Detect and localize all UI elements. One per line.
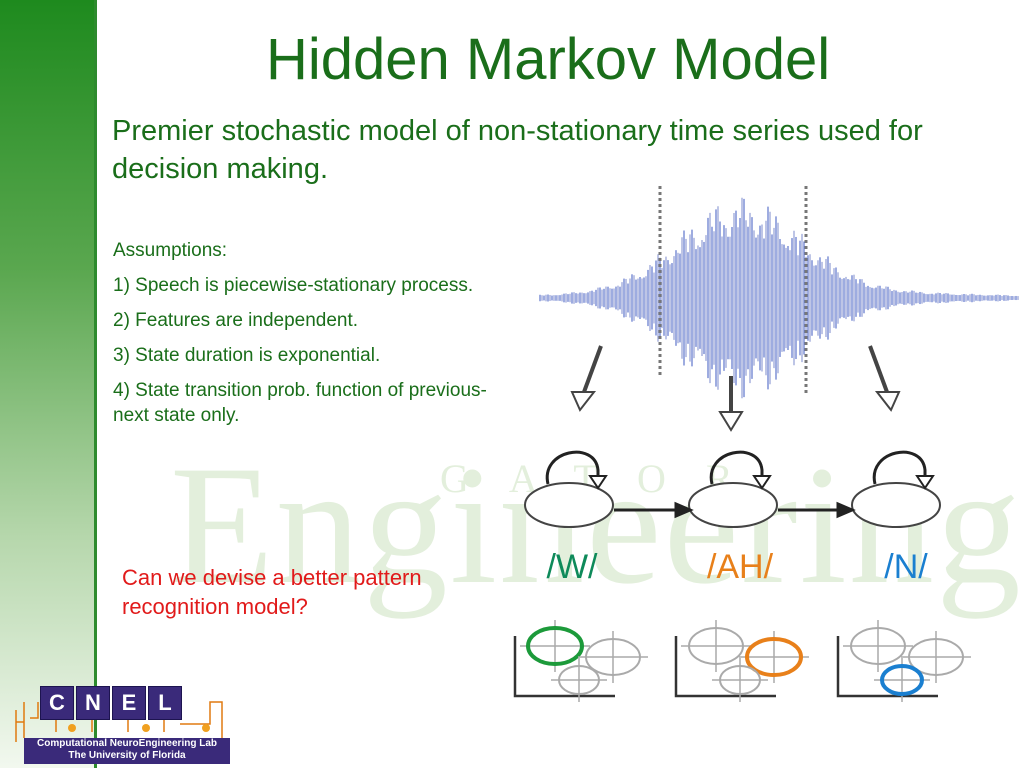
state-label-1: /W/ [547, 548, 599, 586]
logo-line-1: Computational NeuroEngineering Lab [36, 738, 217, 749]
mixture-ellipse [688, 627, 744, 665]
mixture-axes [513, 636, 615, 698]
hmm-state-2 [688, 450, 778, 528]
state-label-2: /AH/ [707, 548, 774, 586]
slide-title: Hidden Markov Model [266, 27, 831, 92]
assumption-item-4: 4) State transition prob. function of pr… [113, 380, 487, 426]
cnel-logo: C N E L Computational NeuroEngineering L… [10, 682, 234, 766]
assumptions-list: Assumptions: 1) Speech is piecewise-stat… [113, 238, 513, 438]
transition-arrow-1 [614, 501, 694, 519]
mixture-ellipse [558, 665, 600, 695]
mixture-ellipse [850, 627, 906, 665]
logo-banner: Computational NeuroEngineering Lab The U… [24, 738, 230, 764]
assumptions-heading: Assumptions: [113, 240, 228, 261]
logo-circuit-lines [15, 701, 223, 742]
hmm-state-1 [524, 450, 614, 528]
mixture-plot-2 [674, 620, 809, 702]
assumption-item-1: 1) Speech is piecewise-stationary proces… [113, 275, 474, 296]
logo-letter-e: E [112, 686, 146, 720]
mixture-highlight-ellipse [880, 664, 924, 696]
assumption-item-2: 2) Features are independent. [113, 310, 359, 331]
mixture-plot-3 [836, 620, 971, 702]
logo-letter-n: N [76, 686, 110, 720]
arrow-down-3 [868, 345, 901, 412]
hmm-state-3 [851, 450, 941, 528]
state-label-3: /N/ [884, 548, 928, 586]
question-text: Can we devise a better pattern recogniti… [122, 563, 452, 621]
speech-waveform [539, 197, 1019, 399]
mixture-highlight-ellipse [745, 637, 803, 677]
question-content: Can we devise a better pattern recogniti… [122, 565, 422, 619]
logo-line-2: The University of Florida [68, 750, 186, 761]
transition-arrow-2 [778, 501, 856, 519]
assumption-item-3: 3) State duration is exponential. [113, 345, 381, 366]
mixture-axes [674, 636, 776, 698]
mixture-highlight-ellipse [526, 626, 584, 666]
mixture-ellipse [719, 665, 761, 695]
mixture-axes [836, 636, 938, 698]
mixture-plot-1 [513, 620, 648, 702]
sidebar-gradient [0, 0, 94, 768]
mixture-ellipse [908, 638, 964, 676]
arrow-down-1 [570, 345, 603, 412]
mixture-ellipse [585, 638, 641, 676]
slide-subtitle: Premier stochastic model of non-stationa… [112, 115, 923, 185]
logo-letter-l: L [148, 686, 182, 720]
arrow-down-2 [718, 376, 744, 432]
sidebar-divider [94, 0, 97, 768]
logo-letter-c: C [40, 686, 74, 720]
